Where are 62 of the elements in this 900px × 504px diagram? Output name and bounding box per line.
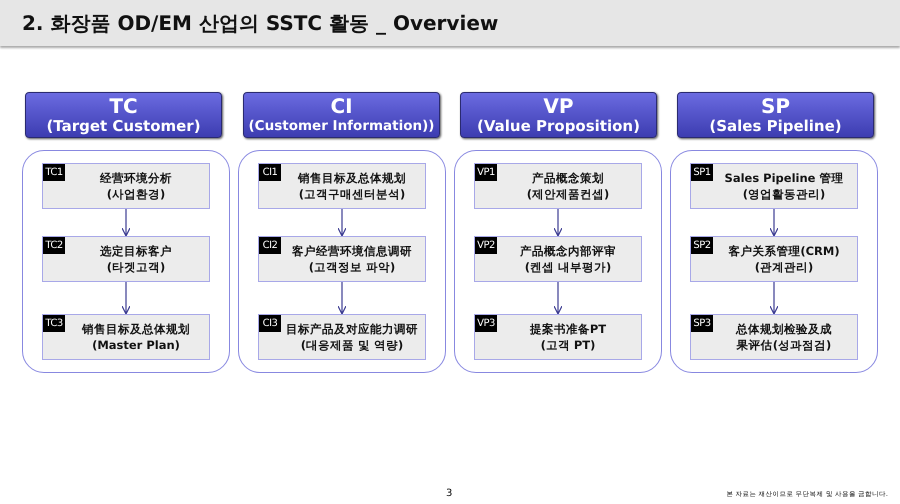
group-frame <box>238 150 446 373</box>
arrow <box>121 209 131 237</box>
step-text: 产品概念策划 (제안제품컨셉) <box>526 170 610 202</box>
group-frame <box>454 150 662 373</box>
column-header <box>25 92 222 138</box>
process-box <box>474 314 642 360</box>
step-tag: TC2 <box>43 237 65 254</box>
header-title: (Customer Information)) <box>248 116 434 136</box>
step-tag: CI1 <box>259 164 281 181</box>
header-code: CI <box>330 94 353 116</box>
step-tag: VP1 <box>475 164 497 181</box>
page-title: 2. 화장품 OD/EM 산업의 SSTC 활동 _ Overview <box>22 10 498 37</box>
step-tag: CI2 <box>259 237 281 254</box>
arrow <box>553 282 563 315</box>
process-box <box>42 236 210 282</box>
process-box <box>258 236 426 282</box>
header-title: (Target Customer) <box>46 116 201 136</box>
step-tag: TC3 <box>43 315 65 332</box>
process-box <box>690 314 858 360</box>
step-tag: SP1 <box>691 164 713 181</box>
step-tag: VP2 <box>475 237 497 254</box>
column-header <box>677 92 874 138</box>
arrow <box>337 209 347 237</box>
header-code: TC <box>109 94 138 116</box>
header-title: (Sales Pipeline) <box>709 116 842 136</box>
page-number: 3 <box>446 488 452 499</box>
arrow <box>337 282 347 315</box>
group-frame <box>22 150 230 373</box>
process-box <box>474 163 642 209</box>
process-box <box>258 314 426 360</box>
step-tag: SP2 <box>691 237 713 254</box>
step-tag: SP3 <box>691 315 713 332</box>
arrow <box>553 209 563 237</box>
step-text: 总体规划检验及成果评估(성과점검) <box>734 321 833 353</box>
step-text: 经营环境分析 (사업환경) <box>100 170 172 202</box>
step-text: 销售目标及总体规划 (고객구매센터분석) <box>298 170 406 202</box>
step-text: 客户关系管理(CRM) (관계관리) <box>728 243 840 275</box>
step-tag: TC1 <box>43 164 65 181</box>
step-text: 产品概念内部评审 (켄셉 내부평가) <box>520 243 616 275</box>
step-text: Sales Pipeline 管理 (영업활동관리) <box>724 170 844 202</box>
step-text: 销售目标及总体规划 (Master Plan) <box>82 321 190 353</box>
process-box <box>42 163 210 209</box>
step-text: 选定目标客户 (타겟고객) <box>100 243 172 275</box>
process-box <box>690 163 858 209</box>
process-box <box>42 314 210 360</box>
process-box <box>258 163 426 209</box>
process-box <box>690 236 858 282</box>
header-title: (Value Proposition) <box>477 116 640 136</box>
process-box <box>474 236 642 282</box>
header-code: SP <box>760 94 790 116</box>
header-code: VP <box>543 94 574 116</box>
column-header <box>460 92 657 138</box>
step-tag: CI3 <box>259 315 281 332</box>
group-frame <box>670 150 878 373</box>
arrow <box>121 282 131 315</box>
step-text: 目标产品及对应能力调研 (대응제품 및 역량) <box>286 321 418 353</box>
arrow <box>769 282 779 315</box>
column-header <box>243 92 440 138</box>
arrow <box>769 209 779 237</box>
step-text: 客户经营环境信息调研 (고객정보 파악) <box>292 243 412 275</box>
step-text: 提案书准备PT (고객 PT) <box>530 321 606 353</box>
step-tag: VP3 <box>475 315 497 332</box>
